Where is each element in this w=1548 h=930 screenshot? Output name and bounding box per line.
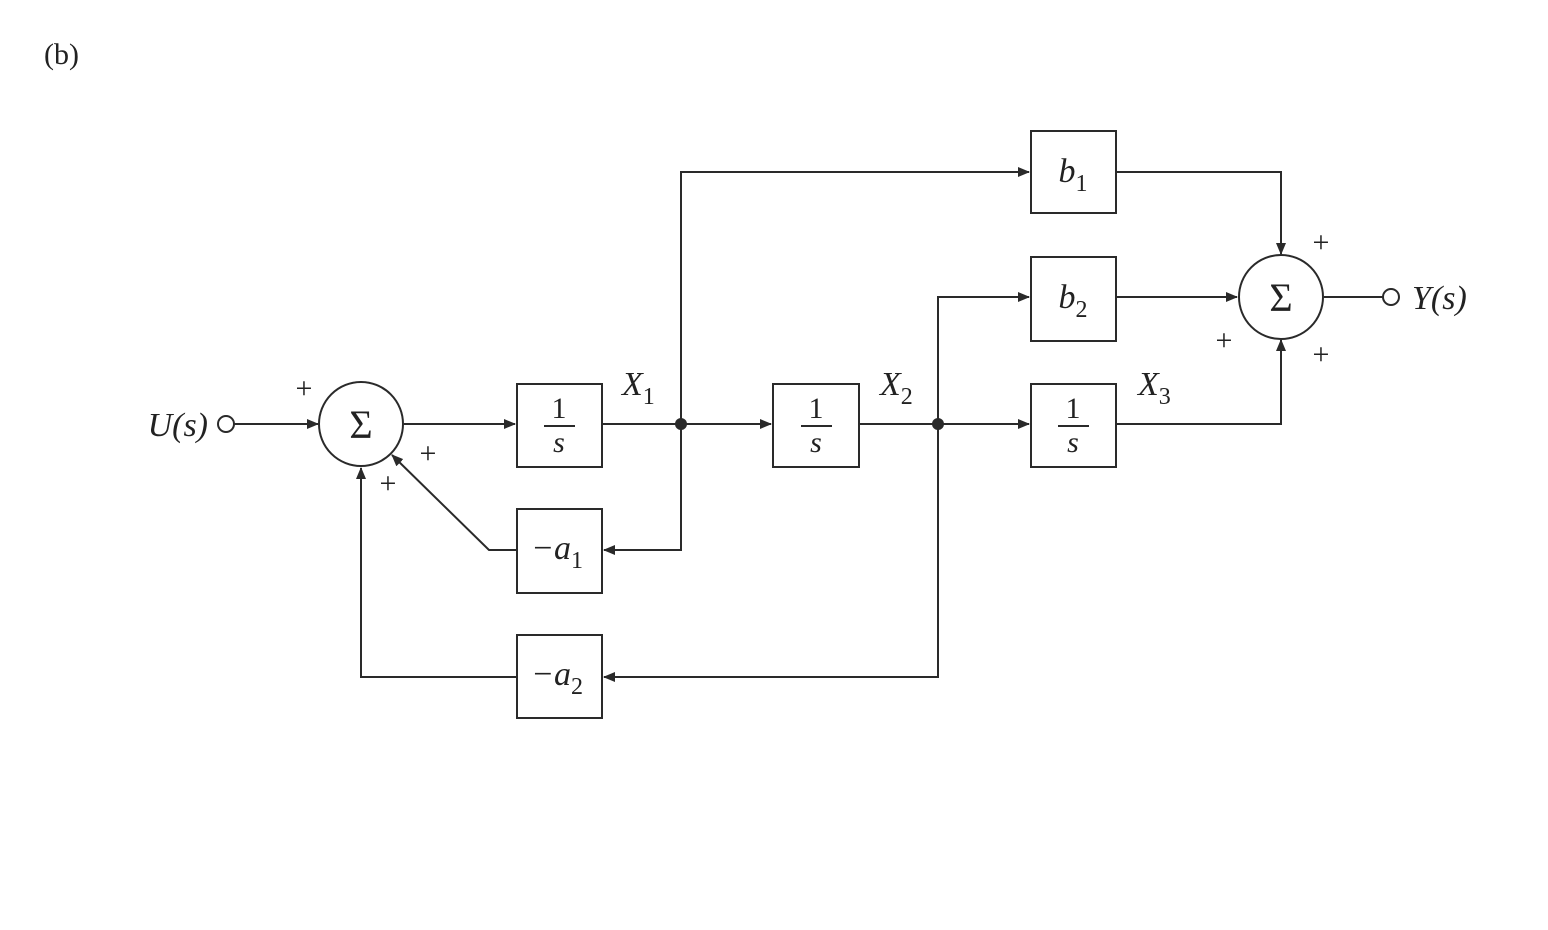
- sign-sum1-a2: +: [380, 467, 397, 500]
- integrator-3-numerator: 1: [1066, 392, 1081, 425]
- label-x1-base: X: [620, 366, 644, 403]
- sign-sum2-x3: +: [1313, 338, 1330, 371]
- gain-b2: b2: [1030, 256, 1117, 342]
- svg-text:X3: X3: [1136, 366, 1171, 410]
- svg-text:b2: b2: [1059, 279, 1088, 323]
- output-terminal: [1382, 288, 1400, 306]
- summer-2: Σ: [1238, 254, 1324, 340]
- wire-x2-a2: [603, 424, 939, 682]
- gain-b1-sub: 1: [1076, 171, 1088, 197]
- sign-sum2-b1: +: [1313, 226, 1330, 259]
- wire-x2-b2: [937, 292, 1030, 424]
- gain-b2-sub: 2: [1076, 297, 1088, 323]
- gain-neg-a1-sub: 1: [571, 548, 583, 574]
- wire-a1-sum1: [391, 454, 517, 551]
- label-x1-sub: 1: [643, 384, 655, 410]
- integrator-2-denominator: s: [810, 426, 822, 459]
- gain-b2-base: b: [1059, 279, 1076, 316]
- integrator-1-denominator: s: [553, 426, 565, 459]
- input-terminal: [217, 415, 235, 433]
- summer-1: Σ: [318, 381, 404, 467]
- svg-text:−a1: −a1: [531, 530, 583, 574]
- svg-text:X2: X2: [878, 366, 913, 410]
- wire-x1-a1: [603, 424, 682, 555]
- sign-sum2-b2: +: [1216, 324, 1233, 357]
- integrator-1-numerator: 1: [552, 392, 567, 425]
- sign-sum1-input: +: [296, 372, 313, 405]
- sign-sum1-a1: +: [420, 437, 437, 470]
- svg-text:−a2: −a2: [531, 656, 583, 700]
- label-x2-sub: 2: [901, 384, 913, 410]
- wire-x3-sum2: [1116, 339, 1286, 425]
- wire-b1-sum2: [1116, 171, 1286, 255]
- integrator-3-denominator: s: [1067, 426, 1079, 459]
- svg-text:b1: b1: [1059, 153, 1088, 197]
- integrator-3: 1 s: [1030, 383, 1117, 468]
- integrator-2-numerator: 1: [809, 392, 824, 425]
- summer-2-symbol: Σ: [1269, 275, 1292, 320]
- label-x3-sub: 3: [1159, 384, 1171, 410]
- label-x3-base: X: [1136, 366, 1160, 403]
- panel-label: (b): [44, 38, 79, 71]
- label-output: Y(s): [1412, 280, 1467, 317]
- integrator-2: 1 s: [772, 383, 860, 468]
- integrator-1: 1 s: [516, 383, 603, 468]
- label-x2-base: X: [878, 366, 902, 403]
- gain-neg-a1-base: −a: [531, 530, 571, 567]
- gain-neg-a2: −a2: [516, 634, 603, 719]
- junction-x1: [675, 418, 687, 430]
- gain-b1-base: b: [1059, 153, 1076, 190]
- gain-neg-a2-sub: 2: [571, 674, 583, 700]
- gain-b1: b1: [1030, 130, 1117, 214]
- wire-x1-b1: [680, 167, 1030, 424]
- gain-neg-a1: −a1: [516, 508, 603, 594]
- gain-neg-a2-base: −a: [531, 656, 571, 693]
- label-input: U(s): [148, 407, 208, 444]
- svg-text:X1: X1: [620, 366, 655, 410]
- wire-a2-sum1: [356, 467, 517, 678]
- summer-1-symbol: Σ: [349, 402, 372, 447]
- junction-x2: [932, 418, 944, 430]
